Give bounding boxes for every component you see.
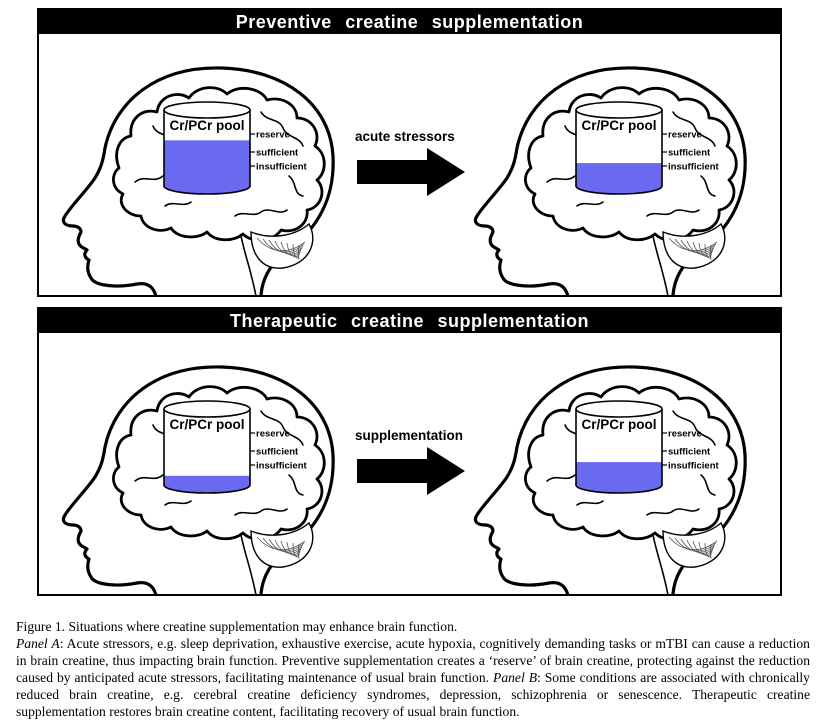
brain-gyrus — [164, 201, 192, 207]
brain-gyrus — [700, 175, 716, 197]
panel-a-text: : Acute stressors, e.g. sleep deprivatio… — [16, 636, 810, 685]
cerebellum — [662, 222, 726, 269]
level-label-reserve: reserve — [256, 429, 290, 440]
level-label-sufficient: sufficient — [668, 148, 711, 159]
head-after: Cr/PCr pool reserve sufficient insufficient — [473, 66, 747, 295]
caption-body: Panel A: Acute stressors, e.g. sleep dep… — [16, 635, 810, 720]
brain-outline — [112, 385, 326, 541]
brainstem — [240, 235, 257, 295]
panel-b-text: : Some conditions are associated with ch… — [16, 670, 810, 719]
head-before: Cr/PCr pool reserve sufficient insufficient — [61, 365, 335, 594]
creatine-pool: Cr/PCr pool — [575, 400, 663, 494]
brainstem — [240, 534, 257, 594]
head-after: Cr/PCr pool reserve sufficient insufficient — [473, 365, 747, 594]
head-outline — [61, 66, 335, 295]
panel-diagram: Cr/PCr pool reserve sufficient insufficient… — [61, 66, 747, 295]
level-label-reserve: reserve — [668, 429, 702, 440]
brain-gyrus — [260, 111, 304, 147]
creatine-pool: Cr/PCr pool — [163, 101, 251, 195]
brain-gyrus — [260, 410, 304, 446]
cerebellum — [250, 222, 314, 269]
brain-gyrus — [288, 175, 304, 197]
pool-top — [575, 400, 663, 418]
brain-gyrus — [234, 209, 288, 217]
pool-label: Cr/PCr pool — [169, 118, 244, 133]
brain-gyrus — [646, 209, 700, 217]
brainstem — [652, 534, 669, 594]
level-label-insufficient: insufficient — [256, 162, 308, 173]
brain-gyrus — [234, 508, 288, 516]
arrow-label: acute stressors — [355, 129, 455, 144]
panel-preventive: Preventive creatine supplementation Cr/P… — [37, 8, 782, 297]
level-label-reserve: reserve — [256, 130, 290, 141]
panel-a-label: Panel A — [16, 636, 60, 651]
brain-outline — [524, 86, 738, 242]
panel-title: Preventive creatine supplementation — [39, 10, 780, 34]
panel-diagram: Cr/PCr pool reserve sufficient insufficient… — [61, 365, 747, 594]
head-outline — [61, 365, 335, 594]
pool-top — [163, 101, 251, 119]
cerebellum — [662, 521, 726, 568]
arrow-label: supplementation — [355, 428, 463, 443]
level-label-sufficient: sufficient — [668, 447, 711, 458]
pool-top — [163, 400, 251, 418]
brain-gyrus — [646, 508, 700, 516]
brain-gyrus — [164, 500, 192, 506]
brain-outline — [112, 86, 326, 242]
figure-caption: Figure 1. Situations where creatine supp… — [16, 618, 810, 720]
cerebellum — [250, 521, 314, 568]
brain-gyrus — [672, 410, 716, 446]
level-label-reserve: reserve — [668, 130, 702, 141]
brain-gyrus — [672, 111, 716, 147]
level-label-insufficient: insufficient — [256, 461, 308, 472]
brain-gyrus — [576, 500, 604, 506]
pool-label: Cr/PCr pool — [581, 417, 656, 432]
panel-b-label: Panel B — [493, 670, 537, 685]
creatine-pool: Cr/PCr pool — [163, 400, 251, 494]
brain-gyrus — [576, 201, 604, 207]
panel-therapeutic: Therapeutic creatine supplementation Cr/… — [37, 307, 782, 596]
level-label-insufficient: insufficient — [668, 162, 720, 173]
panel-title: Therapeutic creatine supplementation — [39, 309, 780, 333]
brainstem — [652, 235, 669, 295]
head-before: Cr/PCr pool reserve sufficient insufficient — [61, 66, 335, 295]
level-label-sufficient: sufficient — [256, 447, 299, 458]
level-label-sufficient: sufficient — [256, 148, 299, 159]
creatine-pool: Cr/PCr pool — [575, 101, 663, 195]
head-outline — [473, 365, 747, 594]
brain-gyrus — [700, 474, 716, 496]
figure-title: Figure 1. Situations where creatine supp… — [16, 619, 458, 634]
arrow — [357, 148, 465, 196]
pool-label: Cr/PCr pool — [581, 118, 656, 133]
arrow — [357, 447, 465, 495]
pool-top — [575, 101, 663, 119]
level-label-insufficient: insufficient — [668, 461, 720, 472]
pool-label: Cr/PCr pool — [169, 417, 244, 432]
head-outline — [473, 66, 747, 295]
brain-gyrus — [288, 474, 304, 496]
brain-outline — [524, 385, 738, 541]
